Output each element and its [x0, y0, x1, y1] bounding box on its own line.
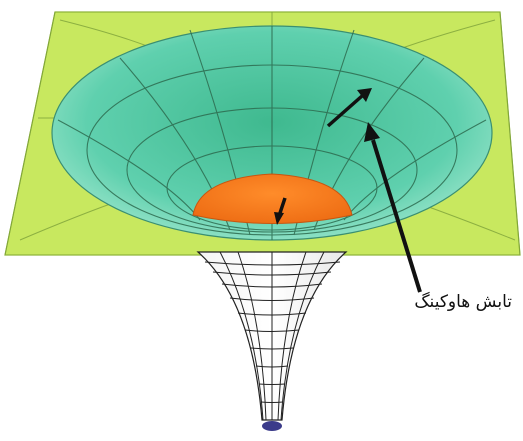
- particle-arrow-inward: [274, 197, 287, 225]
- funnel-throat: [196, 251, 348, 431]
- hawking-radiation-label: تابش هاوکینگ: [414, 292, 512, 312]
- event-horizon: [192, 173, 353, 224]
- particle-arrow-outward: [326, 88, 372, 128]
- label-pointer-arrow: [364, 122, 422, 293]
